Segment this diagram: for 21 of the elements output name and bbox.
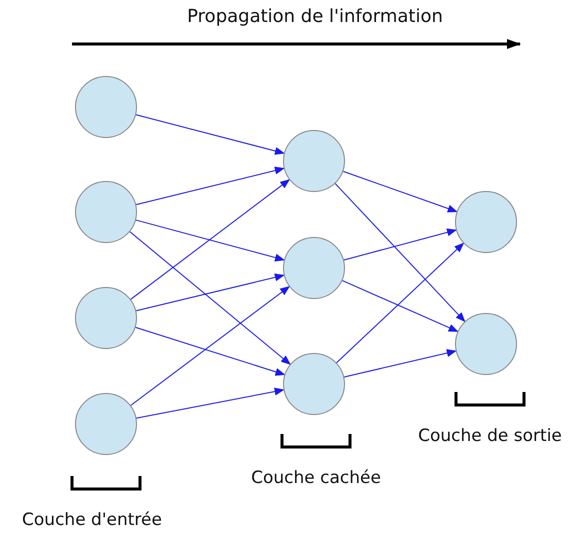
direction-label: Propagation de l'information [187, 6, 443, 27]
arrow [336, 242, 464, 364]
layer-label: Couche d'entrée [22, 510, 162, 530]
arrow [342, 170, 458, 212]
layer-label: Couche de sortie [418, 426, 562, 446]
arrow [343, 228, 458, 260]
arrow [136, 166, 285, 206]
arrow [135, 220, 286, 262]
arrow [129, 231, 291, 365]
arrow [136, 114, 285, 155]
neuron-circle [283, 353, 345, 415]
layer-label: Couche cachée [251, 468, 381, 488]
neuron-circle [283, 130, 345, 192]
arrow [334, 183, 466, 322]
arrow [344, 349, 457, 378]
arrow [130, 286, 290, 406]
arrow [130, 179, 290, 300]
arrow [135, 326, 286, 376]
arrow [342, 280, 459, 332]
arrow [136, 273, 285, 312]
arrow [136, 388, 285, 419]
